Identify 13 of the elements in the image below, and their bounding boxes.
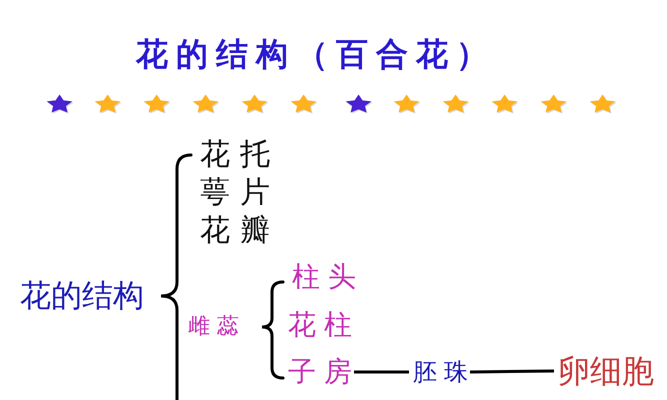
part-label: 子房 (288, 358, 352, 386)
connector-line (354, 370, 409, 374)
part-label: 卵细胞 (558, 355, 654, 387)
part-label: 柱头 (292, 263, 356, 291)
category-label: 雌蕊 (188, 316, 239, 338)
diagram-title: 花的结构（百合花） (136, 38, 488, 70)
part-label: 萼片 (200, 178, 270, 208)
part-label: 花托 (200, 140, 270, 170)
category-label: 花的结构 (20, 281, 144, 312)
part-label: 花柱 (288, 311, 352, 339)
part-label: 胚珠 (413, 360, 468, 384)
part-label: 花瓣 (200, 216, 270, 246)
connector-line (470, 370, 554, 374)
